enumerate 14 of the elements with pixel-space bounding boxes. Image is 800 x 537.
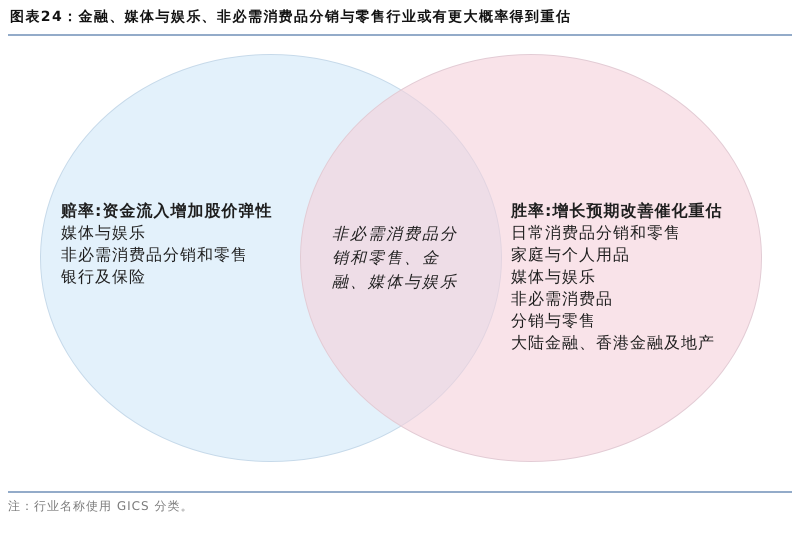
industry-item: 银行及保险 [61,266,146,288]
industry-item: 媒体与娱乐 [511,266,596,288]
industry-item: 媒体与娱乐 [61,222,146,244]
category-heading: 胜率:增长预期改善催化重估 [511,200,722,222]
industry-item: 分销与零售 [511,310,596,332]
footnote: 注：行业名称使用 GICS 分类。 [8,498,194,514]
industry-item: 非必需消费品 [511,288,613,310]
industry-item: 大陆金融、香港金融及地产 [511,332,715,354]
chart-title: 图表24：金融、媒体与娱乐、非必需消费品分销与零售行业或有更大概率得到重估 [10,8,572,27]
industry-item: 日常消费品分销和零售 [511,222,681,244]
industry-item: 非必需消费品分销和零售 [61,244,248,266]
category-heading: 赔率:资金流入增加股价弹性 [61,200,272,222]
overlap-text: 非必需消费品分销和零售、金融、媒体与娱乐 [332,222,466,294]
industry-item: 家庭与个人用品 [511,244,630,266]
